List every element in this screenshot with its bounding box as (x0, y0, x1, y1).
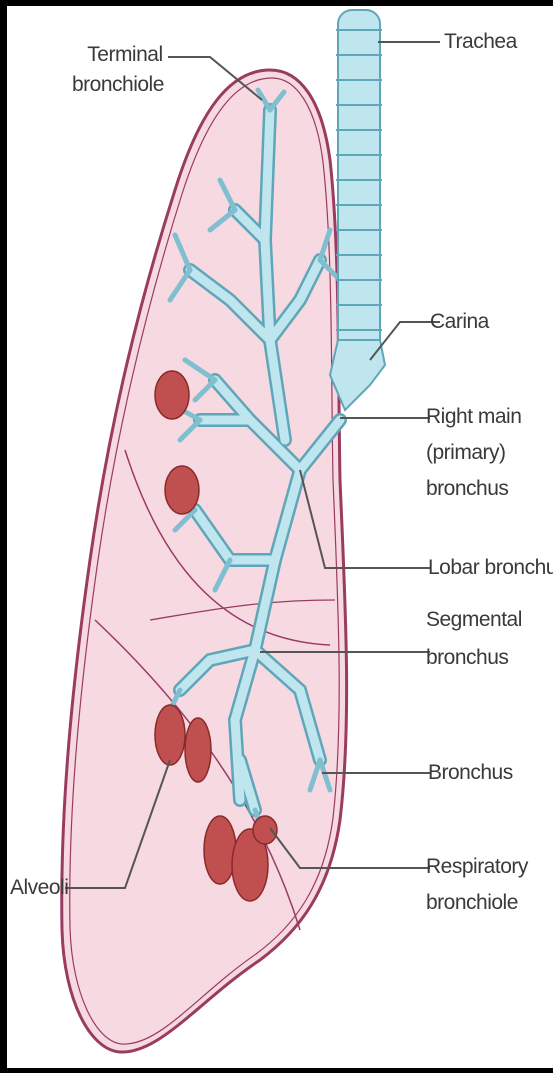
label-segmental-line1: Segmental (426, 605, 522, 635)
label-bronchus: Bronchus (428, 758, 513, 788)
label-right-main-line3: bronchus (426, 474, 521, 504)
label-terminal-bronchiole-line1: Terminal (86, 40, 164, 70)
lung (62, 70, 347, 1052)
label-right-main-line1: Right main (426, 402, 521, 432)
label-lobar-bronchus: Lobar bronchus (428, 553, 553, 583)
label-alveoli: Alveoli (10, 873, 68, 903)
label-respiratory-line2: bronchiole (426, 888, 528, 918)
label-trachea: Trachea (444, 27, 517, 57)
label-right-main-bronchus: Right main (primary) bronchus (426, 402, 521, 504)
lung-outline (62, 70, 347, 1052)
label-terminal-bronchiole: Terminal bronchiole (86, 40, 164, 100)
label-terminal-bronchiole-line2: bronchiole (72, 70, 164, 100)
label-right-main-line2: (primary) (426, 438, 521, 468)
label-carina: Carina (430, 307, 489, 337)
label-respiratory-line1: Respiratory (426, 852, 528, 882)
label-respiratory-bronchiole: Respiratory bronchiole (426, 852, 528, 918)
label-segmental-line2: bronchus (426, 643, 522, 673)
label-segmental-bronchus: Segmental bronchus (426, 605, 522, 673)
